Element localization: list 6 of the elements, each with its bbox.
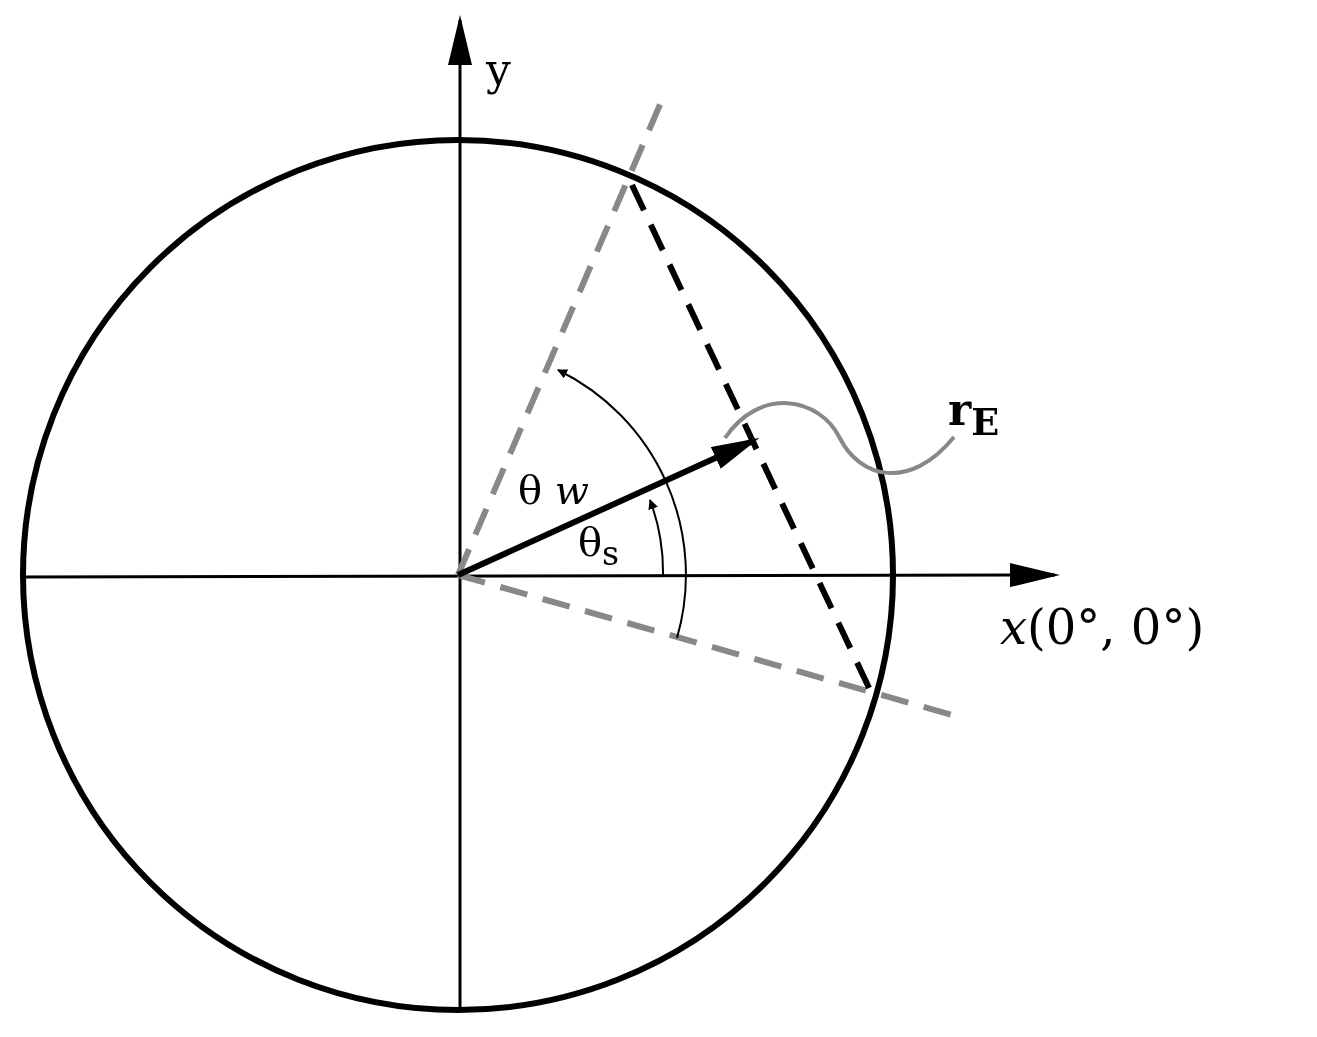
vector-arrow <box>456 437 758 578</box>
leader-line <box>723 401 956 475</box>
angle-label: θ$_{s}$ <box>578 522 620 571</box>
axis-label: x(0°, 0°) <box>1000 603 1205 651</box>
angle-label: θ w <box>518 470 590 510</box>
vector-label: r$_{E}$ <box>948 388 1000 442</box>
